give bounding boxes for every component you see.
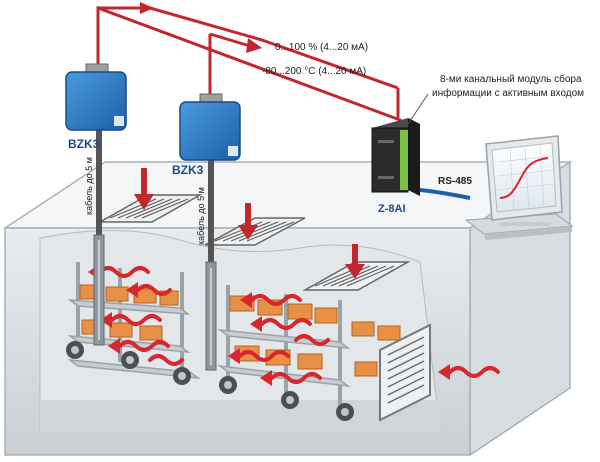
storage-rack (351, 321, 401, 377)
heat-wave (448, 366, 500, 378)
rs485-cable (419, 188, 471, 200)
signal-arrow (246, 38, 262, 53)
heat-wave (294, 334, 330, 346)
signal-wire (149, 6, 399, 90)
rs485-label: RS-485 (438, 176, 472, 187)
module-name: Z-8AI (378, 203, 406, 215)
laptop (464, 135, 574, 240)
air-flow-arrow (345, 244, 365, 279)
heat-arrowhead (100, 312, 112, 328)
heat-wave (238, 350, 290, 362)
sensor-transmitter: BZK3 (65, 63, 127, 151)
heat-arrowhead (126, 282, 138, 298)
sensor-transmitter: BZK3 (172, 93, 241, 177)
air-flow-arrow (238, 203, 258, 240)
heat-wave (270, 372, 322, 384)
heat-wave (110, 314, 162, 326)
air-flow-arrow (134, 168, 154, 210)
heat-wave (118, 340, 170, 352)
sensor-name: BZK3 (68, 137, 100, 151)
signal-wire (209, 32, 251, 48)
heat-arrowhead (250, 316, 262, 332)
module-description-line1: 8-ми канальный модуль сбора (440, 73, 582, 85)
signal-range-temp: -80...200 °C (4...20 мА) (262, 66, 366, 77)
heat-arrowhead (228, 348, 240, 364)
temperature-probe (93, 112, 105, 346)
heat-arrowhead (260, 370, 272, 386)
ceiling-vent (97, 194, 203, 223)
temperature-probe (205, 150, 217, 371)
callout-line (407, 93, 429, 125)
heat-wave (260, 318, 312, 330)
wall-vent (379, 323, 431, 422)
cable-length-label: кабель до 5 м (196, 187, 206, 245)
heat-wave (250, 294, 302, 306)
cable-length-label: кабель до 5 м (84, 157, 94, 215)
heat-wave (98, 266, 150, 278)
heat-arrowhead (438, 364, 450, 380)
sensor-name: BZK3 (172, 163, 204, 177)
trend-curve (499, 157, 549, 199)
heat-wave (148, 354, 184, 366)
signal-arrow (140, 2, 154, 14)
heat-arrowhead (108, 338, 120, 354)
heat-wave (136, 284, 172, 296)
module-description-line2: информации с активным входом (432, 87, 584, 99)
data-acquisition-module: Z-8AI (371, 118, 420, 215)
signal-range-percent: 0...100 % (4...20 мА) (275, 42, 368, 53)
heat-arrowhead (240, 292, 252, 308)
